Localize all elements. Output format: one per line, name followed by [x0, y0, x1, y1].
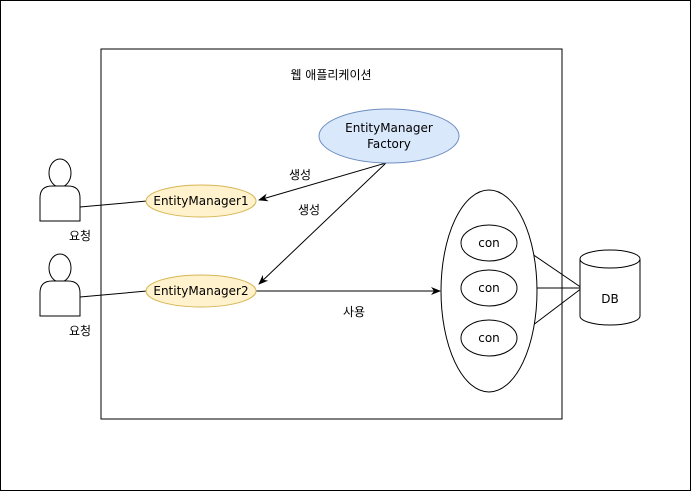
entity-manager-2: [145, 274, 257, 308]
connection-1: [460, 224, 518, 262]
user2-to-em2-line: [79, 290, 148, 298]
connection-2-label: con: [478, 281, 500, 295]
entity-manager-1: [145, 184, 257, 218]
entity-manager-1-label: EntityManager1: [153, 194, 248, 208]
connection-3-label: con: [478, 331, 500, 345]
entity-manager-2-label: EntityManager2: [153, 284, 248, 298]
factory-label-line2: Factory: [367, 137, 411, 151]
web-application-title: 웹 애플리케이션: [290, 68, 371, 82]
create-arrow-em2: [258, 162, 387, 285]
create-label-1: 생성: [289, 168, 311, 182]
connection-3: [460, 319, 518, 357]
user-icon-1: [39, 158, 81, 222]
database-icon: [579, 249, 641, 326]
user-icon-2: [39, 253, 81, 317]
connection-2: [460, 269, 518, 307]
connection-1-label: con: [478, 236, 500, 250]
use-label: 사용: [343, 305, 365, 319]
user-1-label: 요청: [69, 229, 91, 243]
database-label: DB: [601, 292, 618, 306]
create-arrow-em1: [258, 162, 387, 202]
entity-manager-factory: [318, 108, 460, 164]
create-label-2: 생성: [298, 203, 320, 217]
factory-label-line1: EntityManager: [345, 121, 433, 135]
user1-to-em1-line: [79, 200, 148, 208]
user-2-label: 요청: [69, 324, 91, 338]
